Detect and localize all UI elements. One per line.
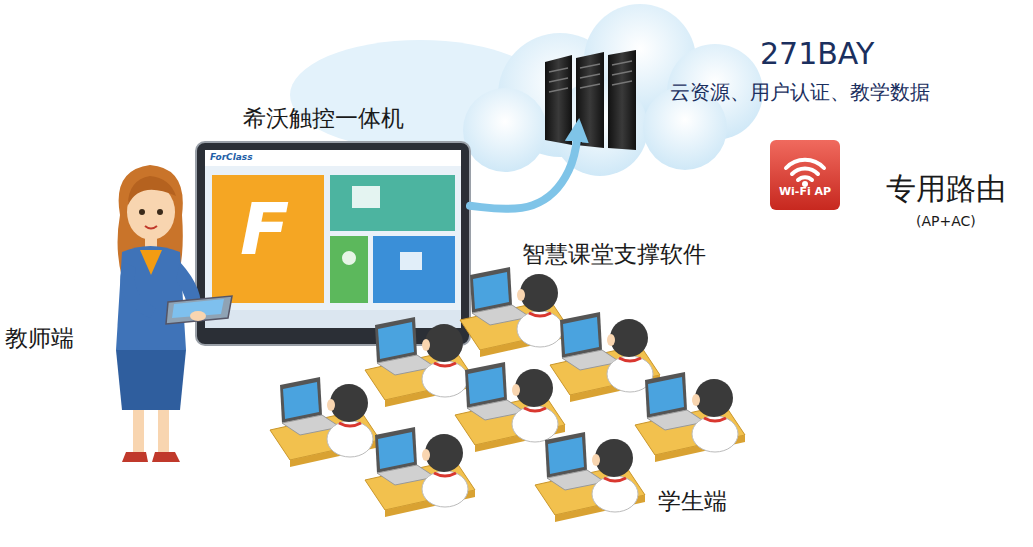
node-text: 希沃触控一体机 [243, 105, 404, 133]
node-text: 教师端 [5, 325, 74, 353]
student-figure [455, 362, 565, 452]
wifi-ap-icon [770, 140, 840, 210]
node-text: 271BAY [760, 36, 874, 72]
edge-label: 智慧课堂支撑软件 [520, 242, 708, 267]
node-text: 云资源、用户认证、教学数据 [670, 80, 930, 104]
curved-arrow [470, 130, 578, 209]
student-figure [635, 372, 745, 462]
node-text: (AP+AC) [916, 213, 976, 230]
teacher-node: 教师端 [0, 170, 190, 470]
student-node: 学生端 [250, 355, 760, 545]
node-text: 专用路由 [886, 171, 1006, 207]
teacher-figure [116, 165, 232, 462]
server-rack [545, 50, 636, 150]
screen-node: 希沃触控一体机 [195, 105, 470, 345]
node-text: 学生端 [658, 488, 727, 516]
touch-screen [196, 142, 470, 345]
student-figure [550, 312, 660, 402]
cloud-node: 271BAY 云资源、用户认证、教学数据 [480, 0, 1000, 130]
router-node: Wi-Fi AP 专用路由 (AP+AC) [760, 135, 1033, 247]
student-figure [535, 432, 645, 522]
student-figure [365, 317, 475, 407]
screen-logo-letter: F [240, 190, 289, 269]
screen-logo-text: ForClass [210, 153, 253, 163]
node-text: Wi-Fi AP [770, 185, 840, 198]
student-figure [460, 267, 570, 357]
students-group [270, 267, 745, 522]
student-figure [270, 377, 380, 467]
student-figure [365, 427, 475, 517]
